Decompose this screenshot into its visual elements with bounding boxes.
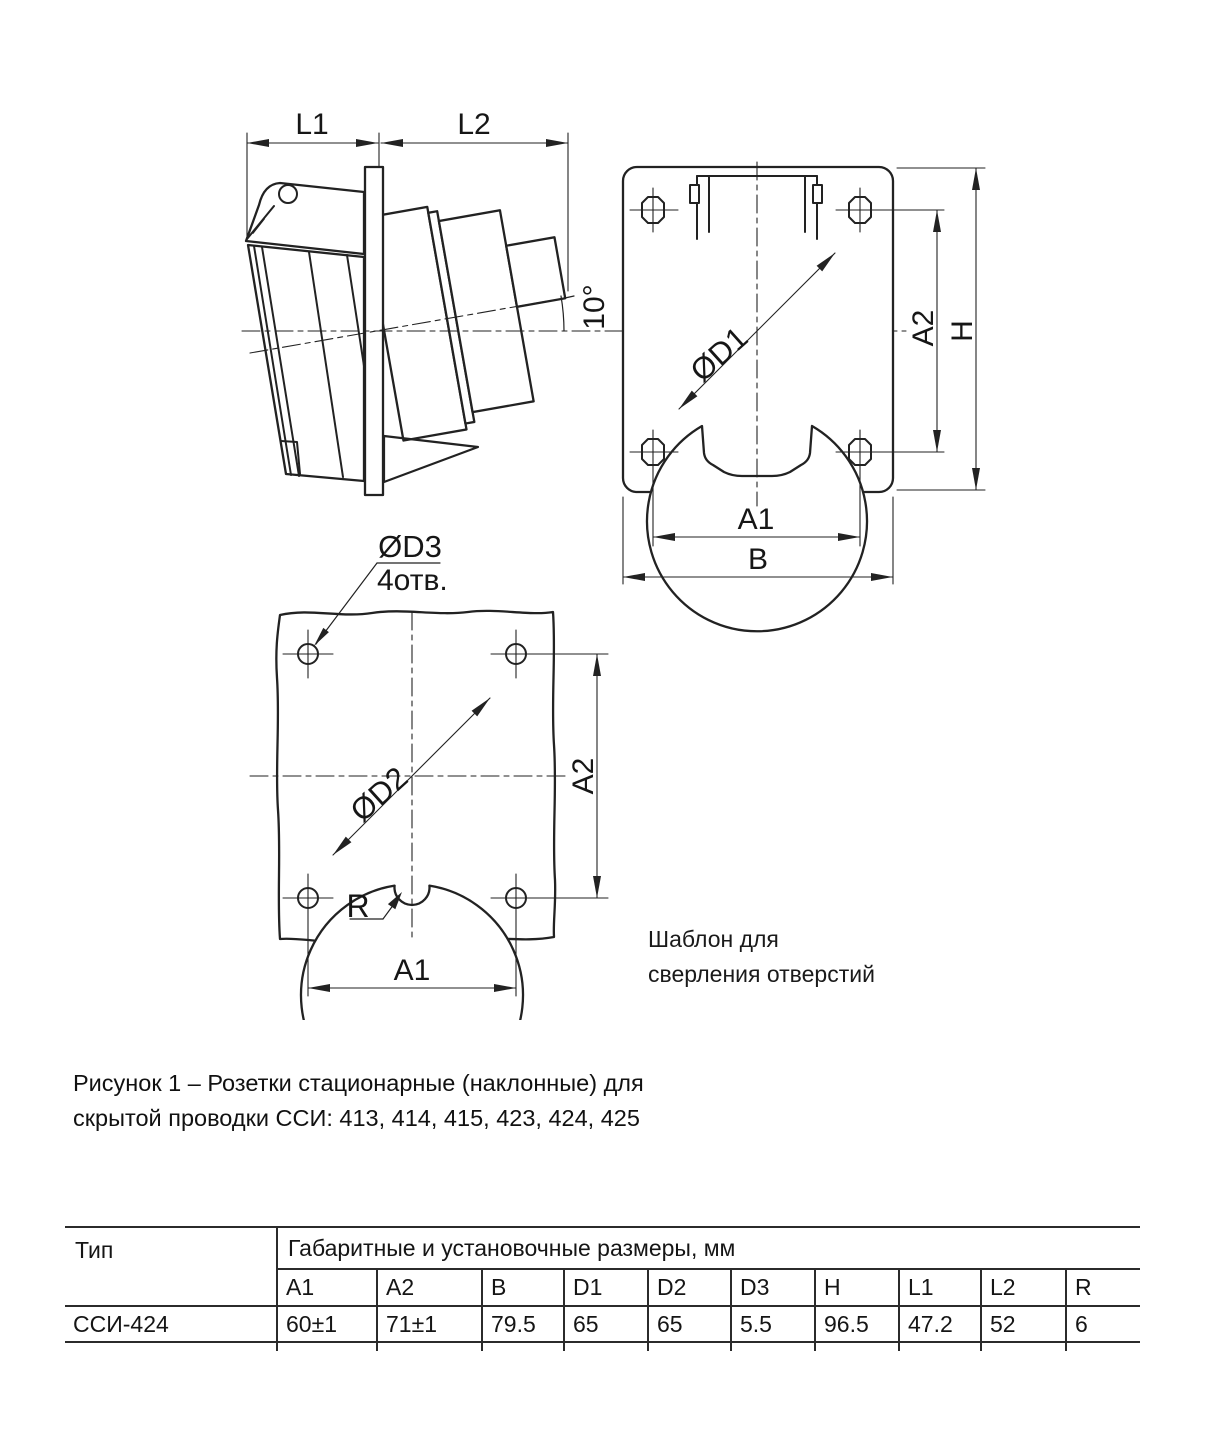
col-group-header: Габаритные и установочные размеры, мм: [277, 1226, 1141, 1270]
cell-b: 79.5: [481, 1306, 564, 1343]
figure-caption-line2: скрытой проводки ССИ: 413, 414, 415, 423…: [73, 1105, 640, 1131]
cell-d3: 5.5: [730, 1306, 815, 1343]
col-header-a1: A1: [277, 1269, 377, 1307]
template-note-line1: Шаблон для: [648, 926, 779, 952]
socket-body-outline: [246, 243, 366, 483]
dim-label-l2: L2: [457, 108, 490, 141]
figure-caption-line1: Рисунок 1 – Розетки стационарные (наклон…: [73, 1070, 644, 1096]
dim-label-l1: L1: [295, 108, 328, 141]
table-row: ССИ-424 60±1 71±1 79.5 65 65 5.5 96.5 47…: [65, 1306, 1141, 1343]
template-note: Шаблон для сверления отверстий: [648, 922, 875, 992]
figure-caption: Рисунок 1 – Розетки стационарные (наклон…: [73, 1066, 644, 1136]
cell-d2: 65: [647, 1306, 731, 1343]
table-header-row: Тип Габаритные и установочные размеры, м…: [65, 1226, 1141, 1307]
hinge-hole: [278, 184, 298, 204]
dim-label-b: B: [748, 543, 768, 576]
socket-face: [645, 424, 869, 633]
hinge-tab-left: [689, 184, 700, 204]
angle-label: 10°: [578, 284, 611, 329]
table-cropped-row: [65, 1342, 1141, 1351]
holes-count-label: 4отв.: [377, 564, 448, 597]
dim-label-a1-template: A1: [394, 954, 431, 987]
cable-gland: [505, 236, 567, 308]
col-header-l1: L1: [898, 1269, 981, 1307]
col-header-r: R: [1064, 1269, 1141, 1307]
cell-r: 6: [1064, 1306, 1141, 1343]
cell-a1: 60±1: [276, 1306, 377, 1343]
dim-label-r: R: [346, 888, 369, 924]
col-header-l2: L2: [980, 1269, 1066, 1307]
cell-l1: 47.2: [898, 1306, 981, 1343]
dimensions-table: Тип Габаритные и установочные размеры, м…: [65, 1226, 1141, 1351]
col-header-b: B: [481, 1269, 564, 1307]
lid-outline: [244, 181, 366, 256]
cell-h: 96.5: [814, 1306, 899, 1343]
cell-a2: 71±1: [376, 1306, 482, 1343]
col-header-d2: D2: [647, 1269, 731, 1307]
drill-template-view: [249, 562, 609, 1020]
side-view: [241, 132, 907, 497]
dim-label-h: H: [946, 320, 979, 342]
technical-drawing: L1 L2 10°: [241, 108, 986, 1020]
table-subheader-row: A1 A2 B D1 D2 D3 H L1 L2 R: [65, 1269, 1141, 1307]
dim-label-d3: ØD3: [378, 529, 442, 564]
dim-label-a2-front: A2: [907, 310, 940, 347]
hinge-tab-right: [812, 184, 823, 204]
cell-type: ССИ-424: [65, 1306, 277, 1343]
col-header-a2: A2: [376, 1269, 482, 1307]
col-header-d3: D3: [730, 1269, 815, 1307]
col-header-h: H: [814, 1269, 899, 1307]
col-header-d1: D1: [563, 1269, 648, 1307]
dim-label-a2-template: A2: [567, 758, 600, 795]
front-view: [621, 161, 986, 633]
dim-label-a1-front: A1: [738, 503, 775, 536]
template-note-line2: сверления отверстий: [648, 961, 875, 987]
col-header-type: Тип: [65, 1226, 278, 1307]
cell-d1: 65: [563, 1306, 648, 1343]
cell-l2: 52: [980, 1306, 1066, 1343]
